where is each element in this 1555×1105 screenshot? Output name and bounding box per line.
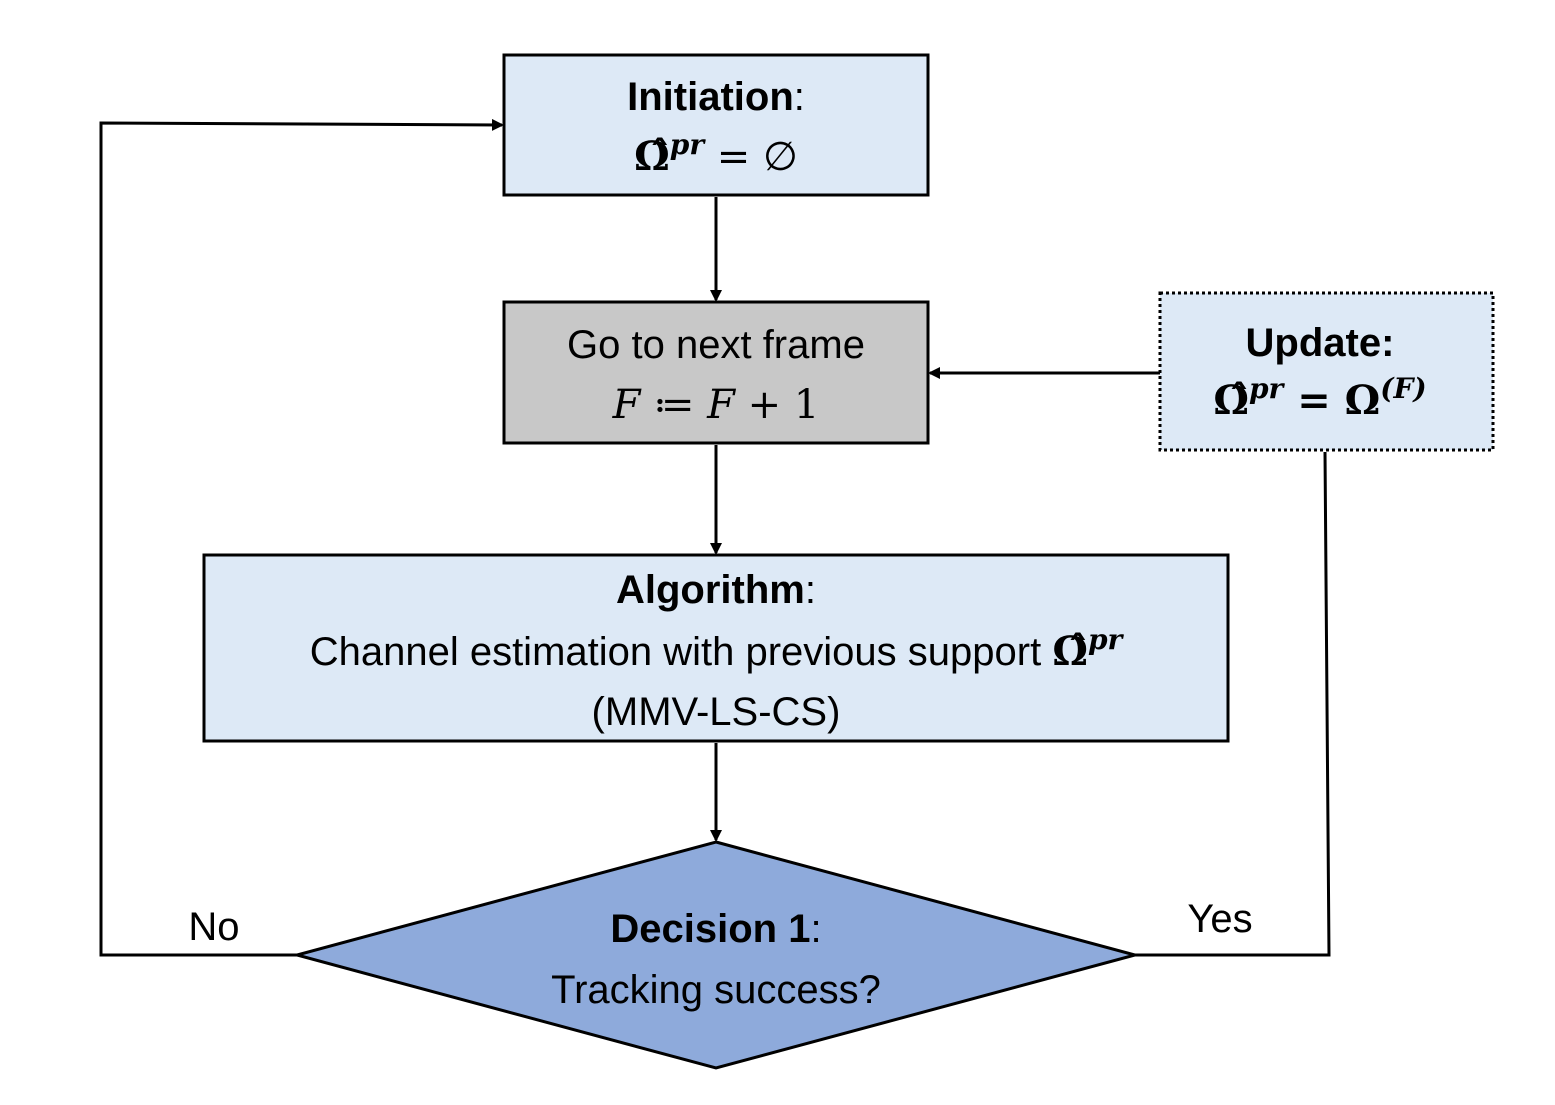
decision-diamond [291, 840, 1141, 1070]
next-frame-box [502, 300, 930, 445]
update-formula: Ω̂pr = Ω(F) [1213, 372, 1426, 424]
algorithm-node: Algorithm: Channel estimation with previ… [202, 553, 1230, 743]
edge-label-no: No [188, 905, 239, 949]
initiation-node: Initiation: Ω̂pr = ∅ [502, 53, 930, 197]
next-frame-node: Go to next frame F ≔ F + 1 [502, 300, 930, 445]
svg-text:Decision 1:: Decision 1: [610, 907, 821, 951]
initiation-title: Initiation [627, 75, 794, 119]
update-node: Update: Ω̂pr = Ω(F) [1158, 291, 1495, 452]
decision-title: Decision 1 [610, 907, 810, 951]
arrow-no-loop [99, 118, 504, 957]
algorithm-method: (MMV-LS-CS) [592, 690, 841, 734]
next-frame-label: Go to next frame [567, 323, 865, 367]
svg-text:Initiation:: Initiation: [627, 75, 805, 119]
next-frame-formula: F ≔ F + 1 [612, 382, 820, 428]
update-title: Update: [1246, 321, 1395, 365]
initiation-formula: Ω̂pr = ∅ [634, 128, 798, 180]
algorithm-title: Algorithm [616, 568, 805, 612]
algorithm-description: Channel estimation with previous support… [310, 623, 1125, 675]
decision-node: Decision 1: Tracking success? [291, 840, 1141, 1070]
edge-label-yes: Yes [1187, 897, 1252, 941]
initiation-box [502, 53, 930, 197]
svg-text:Algorithm:: Algorithm: [616, 568, 816, 612]
algorithm-box [202, 553, 1230, 743]
update-box [1158, 291, 1495, 452]
decision-question: Tracking success? [551, 968, 881, 1012]
line-yes-to-update [1135, 451, 1331, 957]
